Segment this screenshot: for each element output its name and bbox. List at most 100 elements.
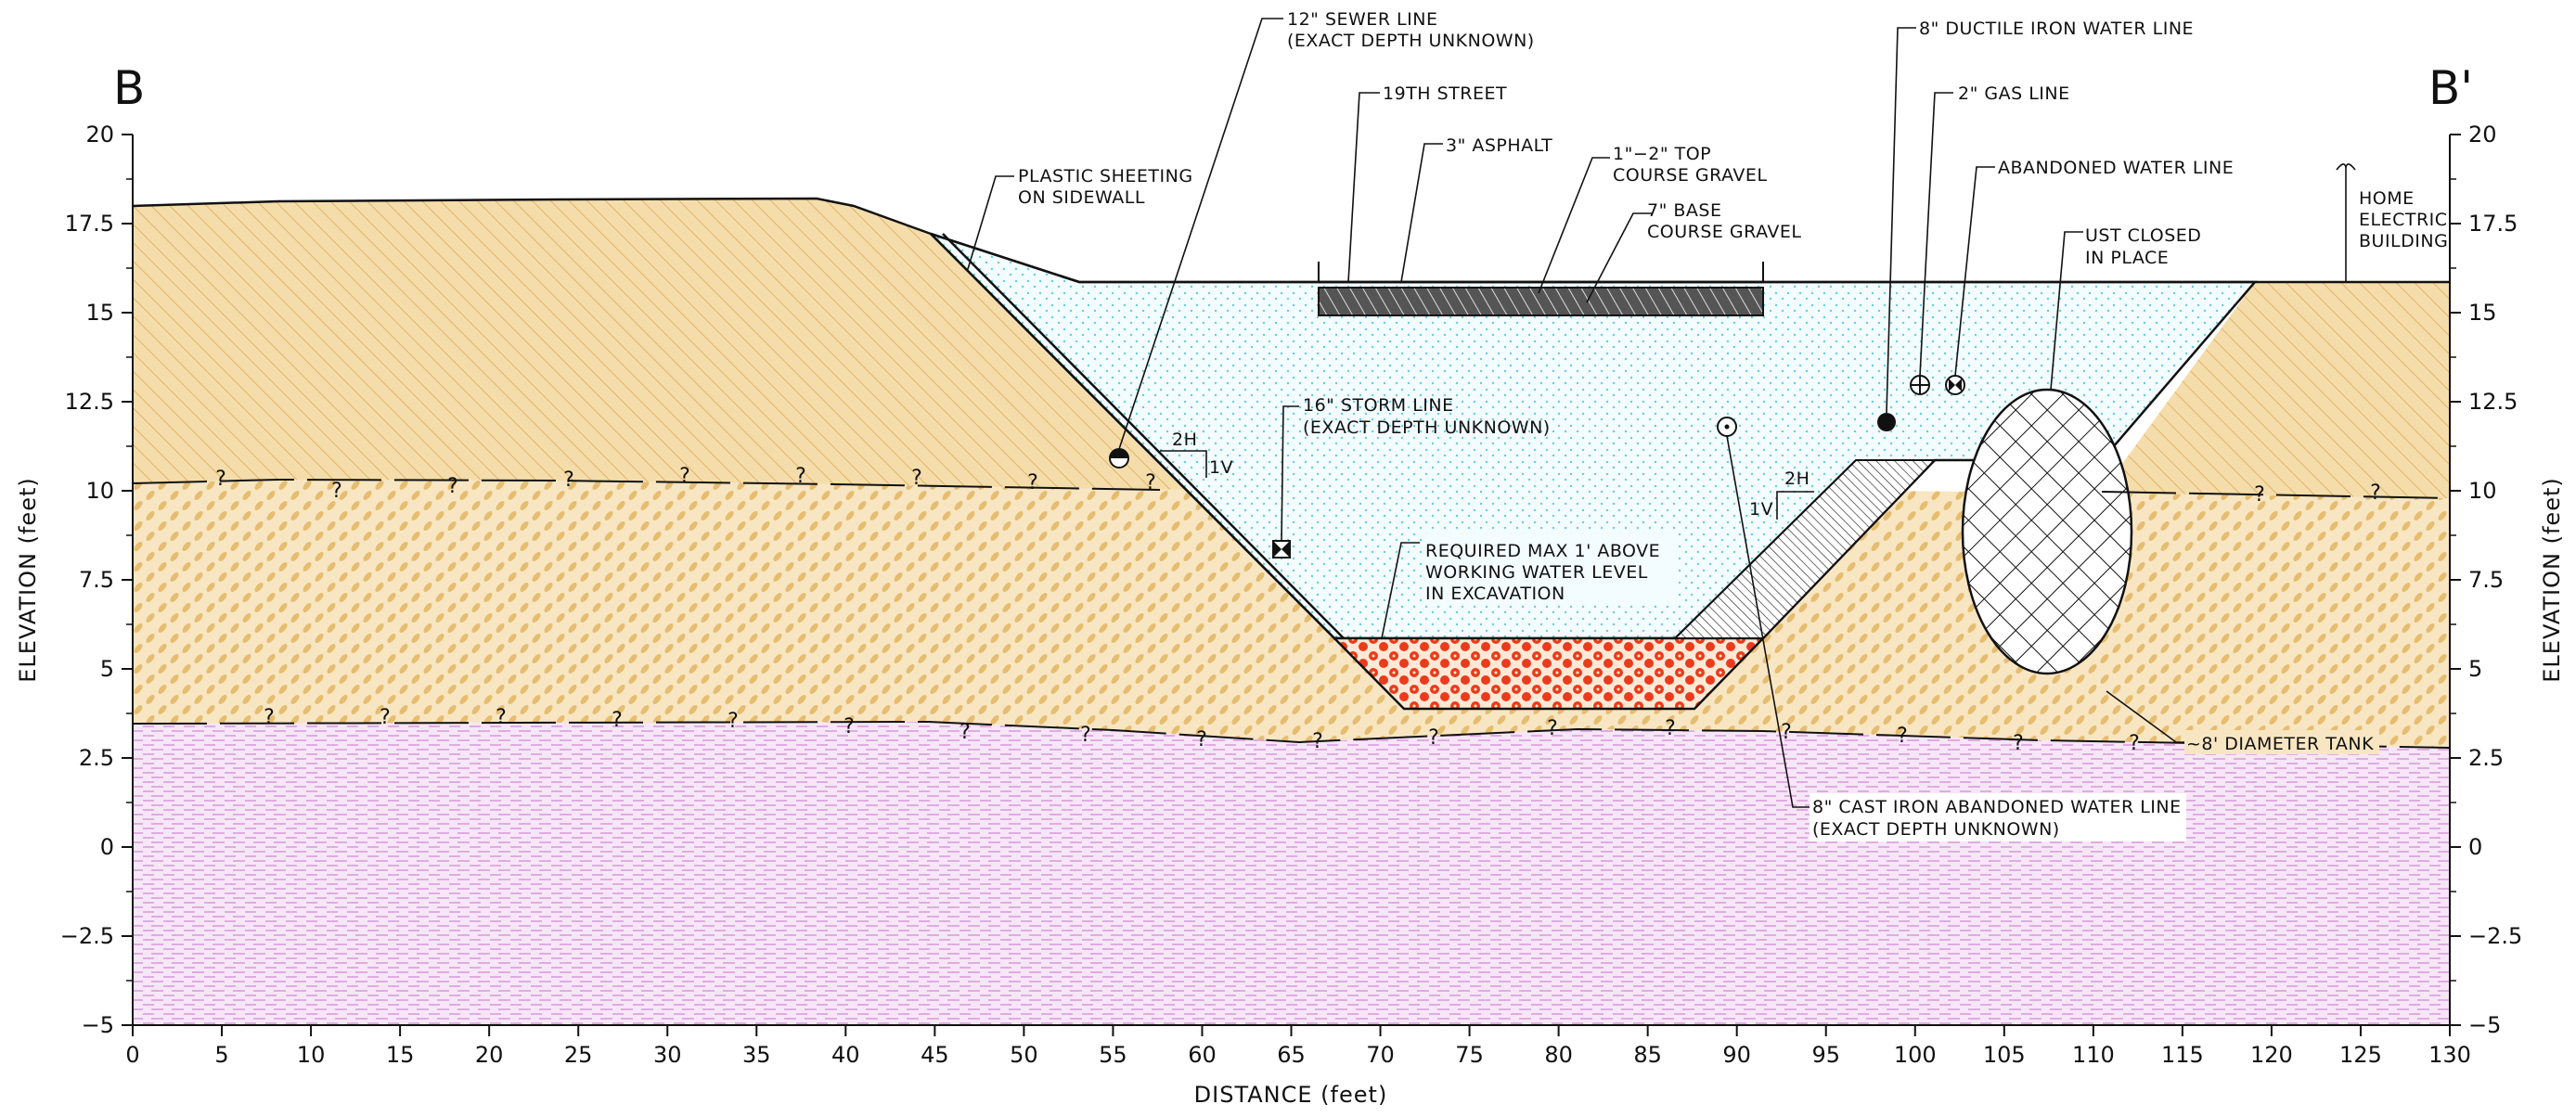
unknown-marker: ?: [563, 469, 574, 492]
y-tick-label-left: 20: [85, 122, 114, 148]
label-cast-iron-2: (EXACT DEPTH UNKNOWN): [1812, 819, 2060, 840]
unknown-marker: ?: [380, 706, 391, 729]
slope-h-right: 2H: [1784, 469, 1810, 489]
x-tick-label: 115: [2161, 1042, 2204, 1068]
label-required-1: REQUIRED MAX 1' ABOVE: [1425, 541, 1660, 561]
label-top-gravel-2: COURSE GRAVEL: [1613, 165, 1767, 186]
unknown-marker: ?: [1428, 726, 1439, 750]
y-tick-label-left: −5: [82, 1012, 114, 1038]
label-ust-2: IN PLACE: [2085, 248, 2169, 268]
x-tick-label: 55: [1099, 1042, 1127, 1068]
x-tick-label: 125: [2339, 1042, 2382, 1068]
x-tick-label: 20: [475, 1042, 504, 1068]
unknown-marker: ?: [2013, 732, 2024, 755]
x-tick-label: 95: [1811, 1042, 1840, 1068]
x-tick-label: 0: [125, 1042, 139, 1068]
label-cast-iron-1: 8" CAST IRON ABANDONED WATER LINE: [1812, 797, 2182, 817]
y-tick-label-right: 2.5: [2468, 745, 2504, 771]
y-tick-label-left: 5: [100, 656, 114, 682]
unknown-marker: ?: [2129, 732, 2140, 755]
x-tick-label: 70: [1366, 1042, 1395, 1068]
unknown-marker: ?: [1897, 725, 1908, 748]
unknown-marker: ?: [1312, 730, 1323, 753]
x-tick-label: 15: [386, 1042, 415, 1068]
annotations: 12" SEWER LINE (EXACT DEPTH UNKNOWN) 19T…: [1018, 9, 2448, 841]
abandoned-water-line-symbol: [1945, 375, 1965, 395]
x-tick-label: 40: [831, 1042, 860, 1068]
label-abandoned: ABANDONED WATER LINE: [1998, 158, 2234, 178]
slope-h-left: 2H: [1172, 430, 1197, 450]
unknown-marker: ?: [447, 475, 458, 498]
label-ductile: 8" DUCTILE IRON WATER LINE: [1919, 19, 2194, 39]
label-home-1: HOME: [2359, 188, 2415, 209]
label-sheeting-1: PLASTIC SHEETING: [1018, 166, 1193, 186]
x-tick-label: 25: [564, 1042, 593, 1068]
unknown-marker: ?: [2254, 483, 2265, 507]
x-tick-label: 45: [921, 1042, 949, 1068]
underground-storage-tank: [1961, 388, 2133, 675]
label-asphalt: 3" ASPHALT: [1446, 135, 1552, 156]
label-sewer-1: 12" SEWER LINE: [1287, 9, 1437, 30]
x-tick-label: 110: [2072, 1042, 2115, 1068]
x-tick-label: 75: [1455, 1042, 1484, 1068]
unknown-marker: ?: [215, 468, 226, 491]
label-street: 19TH STREET: [1383, 83, 1507, 104]
unknown-marker: ?: [728, 710, 739, 733]
label-required-2: WORKING WATER LEVEL: [1425, 562, 1648, 583]
label-ust-1: UST CLOSED: [2085, 225, 2201, 246]
unknown-marker: ?: [1196, 728, 1207, 751]
y-tick-label-left: 10: [85, 478, 114, 504]
y-tick-label-left: 17.5: [65, 211, 114, 237]
label-gas: 2" GAS LINE: [1958, 83, 2070, 104]
y-tick-label-left: 2.5: [79, 745, 114, 771]
label-sewer-2: (EXACT DEPTH UNKNOWN): [1287, 31, 1535, 51]
y-tick-label-right: −5: [2468, 1012, 2501, 1038]
gravel-base-fill: [1332, 636, 1766, 711]
y-tick-label-right: 15: [2468, 300, 2497, 326]
sewer-line-symbol: [1109, 448, 1129, 469]
x-tick-label: 80: [1544, 1042, 1573, 1068]
unknown-marker: ?: [795, 465, 806, 488]
label-base-gravel-2: COURSE GRAVEL: [1647, 222, 1801, 242]
x-tick-label: 90: [1722, 1042, 1751, 1068]
section-mark-left: B: [113, 61, 145, 115]
middle-soil-layer: [133, 480, 2450, 748]
ground-surface-line: [132, 197, 2450, 284]
lower-clay-layer: [133, 722, 2450, 1025]
boundary-line-lower: [132, 720, 2451, 749]
label-home-2: ELECTRIC: [2359, 210, 2448, 230]
unknown-marker: ?: [331, 480, 342, 503]
y-tick-label-left: 7.5: [79, 567, 114, 593]
unknown-marker: ?: [1027, 471, 1038, 494]
gas-line-symbol: [1910, 375, 1930, 395]
y-tick-label-left: 0: [100, 834, 114, 860]
storm-line-symbol: [1272, 540, 1291, 558]
label-storm-1: 16" STORM LINE: [1303, 395, 1454, 416]
slope-indicator-right: [1776, 491, 1814, 520]
unknown-marker: ?: [1145, 471, 1156, 494]
label-base-gravel-1: 7" BASE: [1647, 200, 1721, 221]
slope-v-right: 1V: [1749, 499, 1773, 520]
unknown-marker: ?: [960, 721, 971, 744]
y-tick-label-right: 17.5: [2468, 211, 2518, 237]
x-tick-label: 85: [1633, 1042, 1662, 1068]
leader-lines: [967, 18, 2356, 808]
slope-indicator-left: [1160, 450, 1207, 478]
x-axis-title: DISTANCE (feet): [1194, 1082, 1388, 1108]
unknown-marker: ?: [1665, 717, 1676, 740]
x-tick-label: 10: [297, 1042, 326, 1068]
unknown-marker: ?: [1781, 721, 1792, 744]
x-tick-label: 100: [1894, 1042, 1937, 1068]
y-tick-label-right: 12.5: [2468, 389, 2518, 415]
x-tick-label: 30: [653, 1042, 682, 1068]
label-required-3: IN EXCAVATION: [1425, 584, 1565, 604]
y-tick-label-left: −2.5: [60, 923, 114, 949]
street-pavement: [1318, 287, 1764, 316]
label-top-gravel-1: 1"−2" TOP: [1613, 144, 1711, 164]
unknown-marker: ?: [1547, 717, 1558, 740]
label-home-3: BUILDING: [2359, 231, 2448, 251]
y-tick-label-right: 0: [2468, 834, 2482, 860]
unknown-marker: ?: [2370, 481, 2381, 505]
